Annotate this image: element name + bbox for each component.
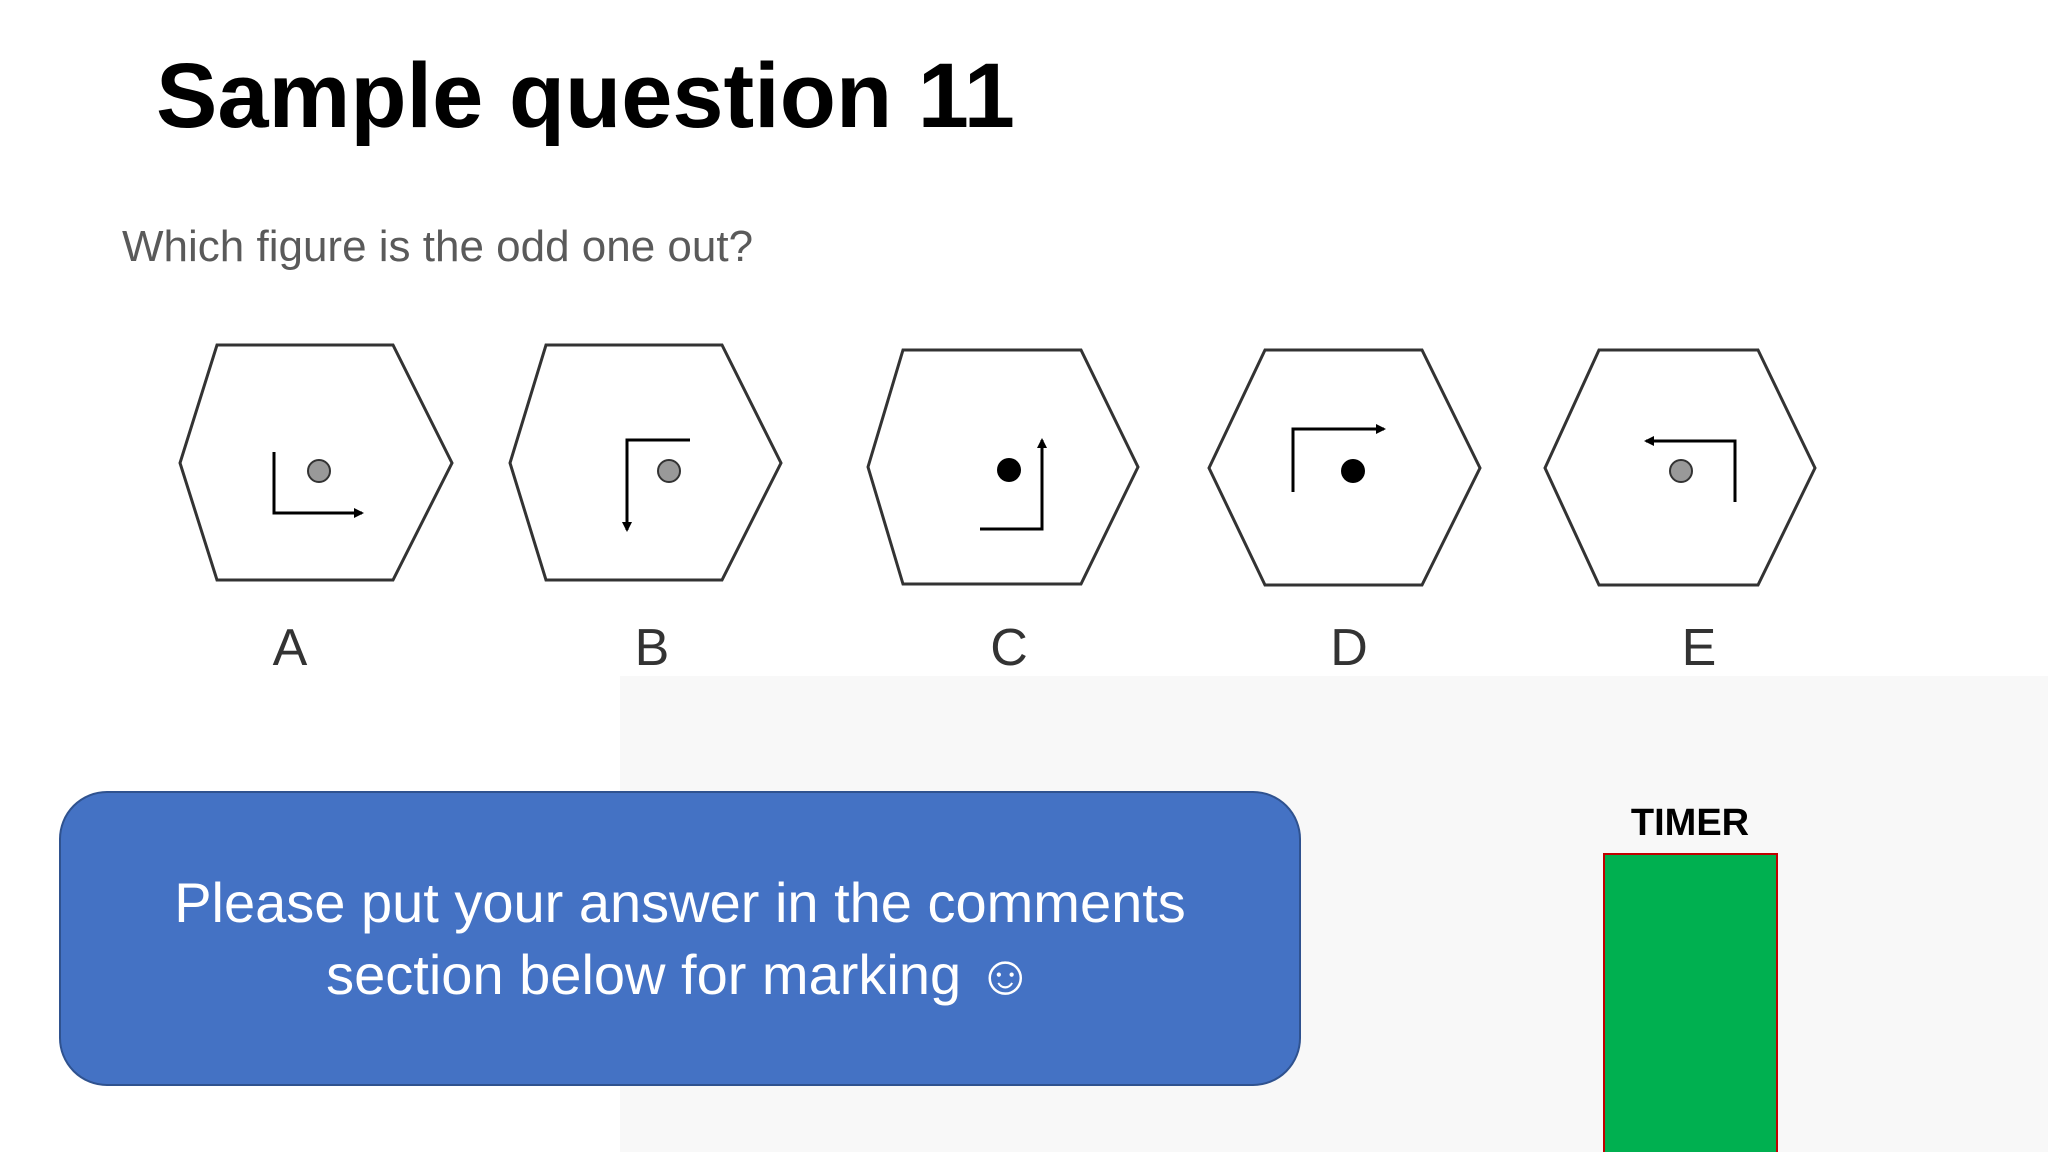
hexagon-a	[178, 343, 454, 582]
option-label-d: D	[1330, 619, 1368, 677]
figure-b	[508, 343, 783, 582]
arrow-d	[1291, 424, 1386, 492]
question-text: Which figure is the odd one out?	[122, 222, 754, 271]
dot-c	[997, 458, 1021, 482]
arrow-e	[1644, 436, 1737, 502]
dot-d	[1341, 459, 1365, 483]
option-label-e: E	[1681, 619, 1717, 677]
figures-panel	[178, 343, 1817, 587]
dot-a	[307, 459, 331, 483]
arrow-b	[622, 438, 690, 532]
option-label-a: A	[272, 619, 308, 677]
timer-fill	[1605, 855, 1776, 1152]
arrow-a	[272, 452, 364, 518]
answer-instruction-box: Please put your answer in the comments s…	[59, 791, 1301, 1086]
dot-b	[657, 459, 681, 483]
arrow-c	[980, 438, 1047, 531]
figure-a	[178, 343, 454, 582]
hexagon-e	[1543, 348, 1817, 587]
hexagon-b	[508, 343, 783, 582]
option-label-c: C	[990, 619, 1028, 677]
hexagon-c	[866, 348, 1140, 586]
option-label-b: B	[634, 619, 670, 677]
timer-bar	[1603, 853, 1778, 1152]
page-title: Sample question 11	[156, 45, 1015, 147]
figure-e	[1543, 348, 1817, 587]
answer-instruction-text: Please put your answer in the comments s…	[174, 870, 1186, 1006]
figure-c	[866, 348, 1140, 586]
hexagon-d	[1207, 348, 1482, 587]
figure-d	[1207, 348, 1482, 587]
timer-label: TIMER	[1630, 802, 1750, 844]
dot-e	[1669, 459, 1693, 483]
